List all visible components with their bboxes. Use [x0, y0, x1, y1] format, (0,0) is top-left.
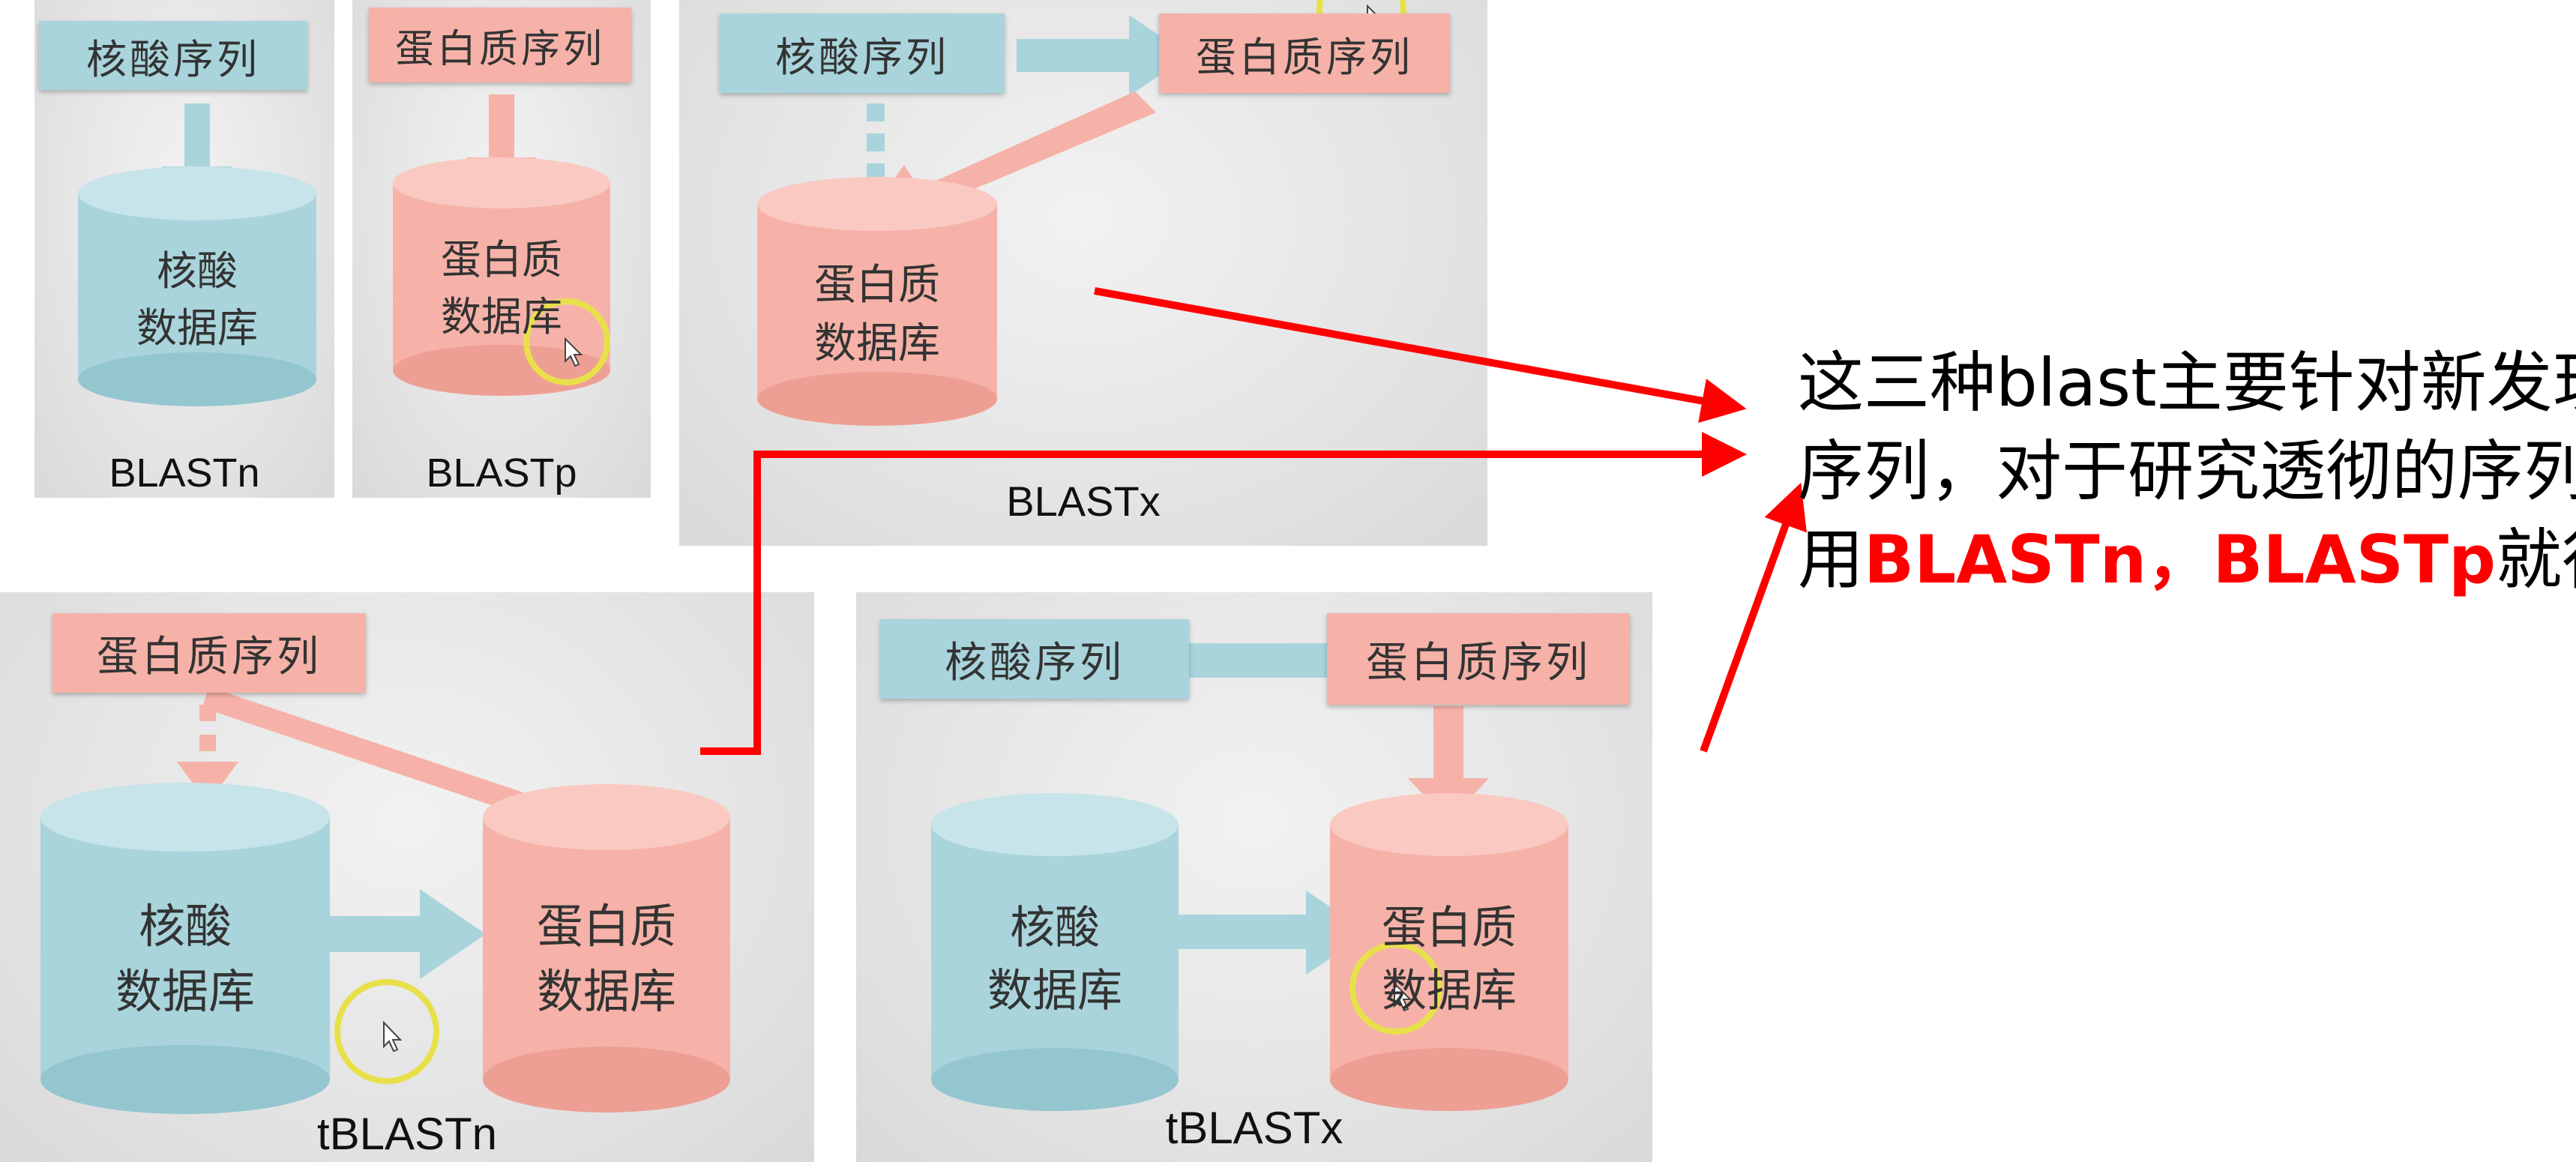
query-sequence-box: 核酸序列: [880, 619, 1189, 699]
arrow-icon: [1017, 39, 1137, 72]
arrow-icon: [1700, 482, 1807, 753]
panel-blastn-graphics: [78, 103, 316, 406]
database-cylinder: [393, 157, 610, 396]
database-label-line1: 核酸: [138, 899, 232, 954]
query-sequence-box: 蛋白质序列: [52, 613, 366, 693]
translated-sequence-box: 蛋白质序列: [1159, 13, 1450, 93]
translated-sequence-label: 蛋白质序列: [1366, 638, 1591, 687]
nucleotide-database: 核酸 数据库: [931, 862, 1179, 1057]
query-sequence-label: 核酸序列: [775, 33, 949, 81]
database-cylinder: [40, 783, 330, 1114]
protein-database: 蛋白质 数据库: [393, 210, 610, 367]
annotation-line-1: 这三种blast主要针对新发现: [1798, 344, 2576, 421]
annotation-highlight: BLASTn，BLASTp: [1864, 521, 2496, 598]
arrow-icon: [489, 94, 514, 160]
translated-sequence-label: 蛋白质序列: [1196, 33, 1413, 81]
panel-caption: BLASTx: [1006, 478, 1161, 525]
database-label-line1: 蛋白质: [1382, 902, 1517, 954]
panel-blastx-graphics: [757, 0, 1406, 426]
cursor-icon: [1394, 981, 1412, 1012]
panel-blastn: 核酸序列 核酸 数据库 BLASTn: [34, 0, 334, 498]
highlight-circle-icon: [334, 979, 439, 1084]
cursor-icon: [383, 1020, 403, 1053]
panel-caption: tBLASTn: [316, 1109, 498, 1159]
panel-tblastx: 核酸序列 蛋白质序列 核酸 数据库 蛋白质 数据库 tBLASTx: [856, 592, 1652, 1162]
panel-blastx: 核酸序列 蛋白质序列 蛋白质 数据库 BLASTx: [679, 0, 1487, 546]
annotation-line-3-suffix: 就行: [2495, 521, 2576, 598]
cursor-icon: [565, 337, 583, 367]
annotation-line-3: 用BLASTn，BLASTp就行: [1798, 516, 2576, 604]
query-sequence-label: 核酸序列: [945, 638, 1125, 687]
database-label-line1: 核酸: [157, 247, 238, 295]
database-label-line1: 蛋白质: [814, 260, 940, 310]
arrow-icon: [1433, 706, 1463, 781]
highlight-circle-icon: [523, 298, 610, 385]
database-label-line1: 核酸: [1010, 902, 1100, 954]
query-sequence-label: 蛋白质序列: [97, 632, 322, 681]
arrow-icon: [1179, 915, 1313, 949]
database-label-line1: 蛋白质: [441, 236, 562, 284]
panel-caption: BLASTn: [109, 451, 260, 496]
database-label-line2: 数据库: [814, 319, 940, 368]
annotation-line-3-prefix: 用: [1798, 521, 1865, 598]
database-label-line1: 蛋白质: [536, 899, 676, 954]
query-sequence-box: 核酸序列: [39, 21, 307, 90]
annotation-line-2: 序列，对于研究透彻的序列: [1798, 433, 2576, 510]
database-cylinder: [1330, 793, 1568, 1111]
arrow-icon: [184, 103, 210, 169]
database-cylinder: [931, 793, 1179, 1111]
database-label-line2: 数据库: [115, 964, 255, 1019]
protein-database: 蛋白质 数据库: [1330, 862, 1568, 1057]
panel-caption: tBLASTx: [1165, 1103, 1343, 1153]
annotation-note: 这三种blast主要针对新发现 序列，对于研究透彻的序列 用BLASTn，BLA…: [1798, 339, 2576, 604]
database-cylinder: [78, 166, 316, 406]
database-label-line2: 数据库: [987, 965, 1122, 1017]
panel-blastp-graphics: [393, 94, 610, 396]
panel-tblastx-graphics: [931, 619, 1568, 1111]
panel-caption: BLASTp: [426, 451, 577, 496]
database-cylinder: [483, 784, 730, 1113]
nucleotide-database: 核酸 数据库: [40, 862, 330, 1057]
query-sequence-label: 蛋白质序列: [394, 26, 605, 72]
query-sequence-box: 核酸序列: [720, 13, 1005, 93]
panel-tblastn-graphics: [40, 687, 730, 1114]
nucleotide-database: 核酸 数据库: [78, 225, 316, 375]
panel-tblastn: 蛋白质序列 核酸 数据库 蛋白质 数据库 tBLASTn: [0, 592, 814, 1162]
arrow-icon: [202, 687, 592, 837]
arrow-icon: [420, 889, 486, 979]
arrow-icon: [1188, 643, 1337, 678]
database-cylinder: [757, 177, 997, 426]
database-label-line2: 数据库: [536, 964, 676, 1019]
query-sequence-box: 蛋白质序列: [369, 7, 631, 82]
database-label-line2: 数据库: [441, 293, 562, 340]
arrow-icon: [330, 916, 427, 952]
protein-database: 蛋白质 数据库: [483, 862, 730, 1057]
database-label-line2: 数据库: [136, 304, 258, 352]
database-label-line2: 数据库: [1382, 965, 1517, 1017]
translated-sequence-box: 蛋白质序列: [1327, 613, 1630, 705]
query-sequence-label: 核酸序列: [86, 35, 260, 83]
panel-blastp: 蛋白质序列 蛋白质 数据库 BLASTp: [352, 0, 651, 498]
arrow-icon: [918, 91, 1156, 208]
highlight-circle-icon: [1349, 942, 1442, 1035]
protein-database: 蛋白质 数据库: [757, 232, 997, 397]
